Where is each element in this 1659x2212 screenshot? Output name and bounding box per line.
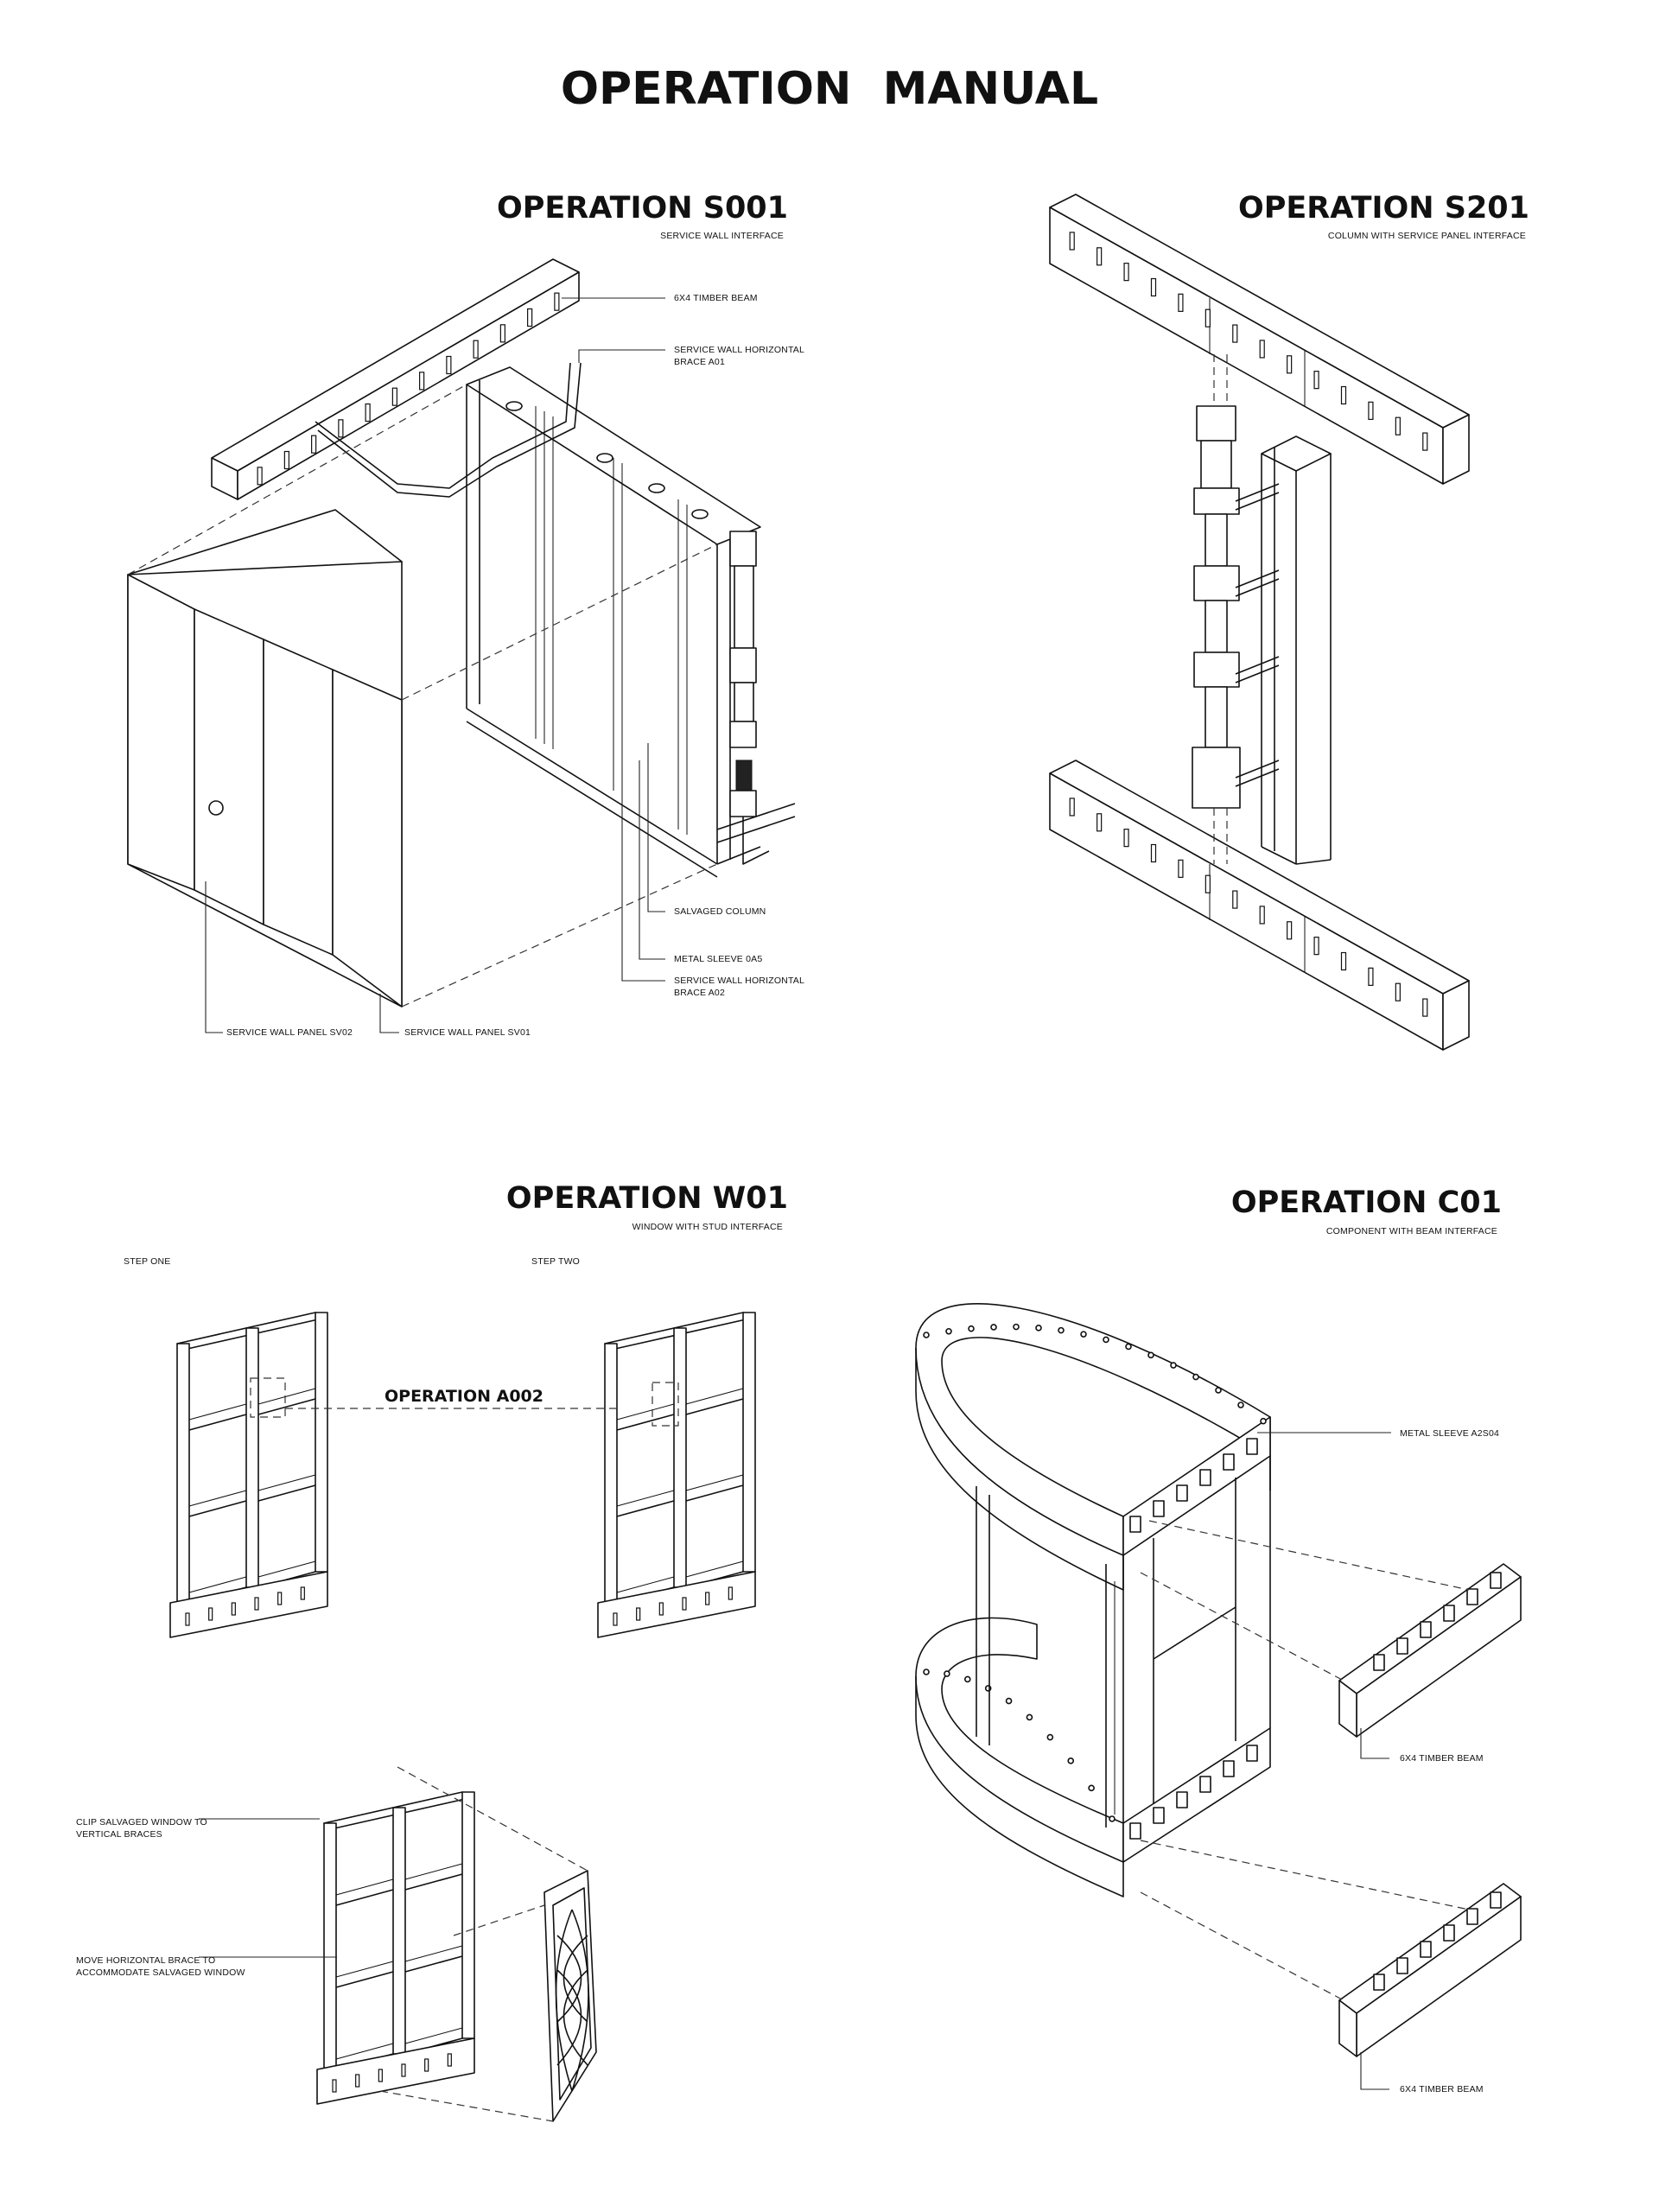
s001-label-panel-sv02: SERVICE WALL PANEL SV02	[226, 1027, 353, 1038]
s201-subtitle: COLUMN WITH SERVICE PANEL INTERFACE	[1328, 231, 1526, 241]
s201-top-beam-drawing	[1049, 194, 1470, 485]
s001-subtitle: SERVICE WALL INTERFACE	[660, 231, 784, 241]
operation-s001: OPERATION S001 SERVICE WALL INTERFACE	[127, 191, 804, 1038]
w01-subtitle: WINDOW WITH STUD INTERFACE	[632, 1222, 783, 1232]
s001-label-brace-a02-line1: SERVICE WALL HORIZONTAL	[674, 976, 804, 986]
operation-w01: OPERATION W01 WINDOW WITH STUD INTERFACE…	[76, 1181, 788, 2122]
w01-label-clip-line2: VERTICAL BRACES	[76, 1829, 162, 1840]
s201-bottom-beam-drawing	[1049, 760, 1470, 1051]
w01-salvaged-window-drawing	[379, 1766, 597, 2122]
c01-timber-beam-2-drawing	[1338, 1883, 1522, 2057]
page-title: OPERATION MANUAL	[561, 63, 1098, 115]
s001-label-salvaged-column: SALVAGED COLUMN	[674, 906, 766, 917]
w01-label-move-line1: MOVE HORIZONTAL BRACE TO	[76, 1955, 215, 1966]
w01-operation-a002: OPERATION A002	[385, 1387, 543, 1406]
w01-assembly-frame-drawing	[316, 1791, 475, 2105]
s001-wall-frame-drawing	[315, 362, 796, 878]
w01-title: OPERATION W01	[506, 1181, 788, 1216]
c01-label-timber-beam-2: 6X4 TIMBER BEAM	[1400, 2084, 1484, 2094]
w01-step-one-frame-drawing	[169, 1312, 328, 1638]
w01-label-move-line2: ACCOMMODATE SALVAGED WINDOW	[76, 1967, 245, 1978]
c01-title: OPERATION C01	[1231, 1185, 1502, 1220]
s001-timber-beam-drawing	[211, 258, 580, 500]
s001-label-brace-a02-line2: BRACE A02	[674, 988, 725, 998]
w01-label-clip-line1: CLIP SALVAGED WINDOW TO	[76, 1817, 207, 1827]
s001-label-timber-beam: 6X4 TIMBER BEAM	[674, 293, 758, 303]
c01-subtitle: COMPONENT WITH BEAM INTERFACE	[1326, 1226, 1497, 1236]
s201-title: OPERATION S201	[1238, 191, 1529, 226]
operation-c01: OPERATION C01 COMPONENT WITH BEAM INTERF…	[915, 1185, 1522, 2094]
s001-label-metal-sleeve: METAL SLEEVE 0A5	[674, 954, 762, 964]
w01-step-two-frame-drawing	[597, 1312, 756, 1638]
s001-label-brace-a01-line2: BRACE A01	[674, 357, 725, 367]
c01-timber-beam-1-drawing	[1338, 1563, 1522, 1738]
c01-label-timber-beam-1: 6X4 TIMBER BEAM	[1400, 1753, 1484, 1764]
operation-s201: OPERATION S201 COLUMN WITH SERVICE PANEL…	[1049, 191, 1529, 1051]
c01-component-drawing	[915, 1303, 1522, 2057]
c01-label-metal-sleeve: METAL SLEEVE A2S04	[1400, 1428, 1499, 1439]
w01-label-step-two: STEP TWO	[531, 1256, 580, 1267]
s001-label-brace-a01-line1: SERVICE WALL HORIZONTAL	[674, 345, 804, 355]
s001-wall-panels-drawing	[127, 384, 718, 1007]
s001-label-panel-sv01: SERVICE WALL PANEL SV01	[404, 1027, 531, 1038]
w01-label-step-one: STEP ONE	[124, 1256, 171, 1267]
s201-column-drawing	[1192, 354, 1332, 865]
s001-title: OPERATION S001	[497, 191, 788, 226]
